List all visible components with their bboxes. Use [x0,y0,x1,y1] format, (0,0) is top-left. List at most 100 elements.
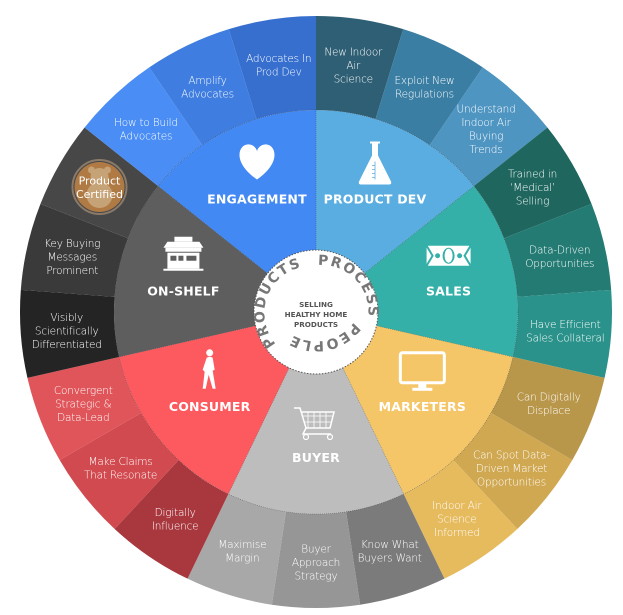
segment-product-dev [316,16,548,274]
outer-label-line: Data-Driven [529,245,590,257]
outer-cell-marketers-3 [403,460,518,579]
outer-label-line: Can Digitally [517,392,581,404]
segment-title-engagement: ENGAGEMENT [207,191,307,206]
outer-label-line: Trends [470,144,503,156]
outer-label-line: Product [79,174,121,187]
outer-label-line: Have Efficient [530,319,600,331]
outer-cell-buyer-2 [271,511,361,608]
segment-buyer [187,367,445,608]
outer-label-line: Convergent [54,385,113,397]
outer-label-line: Make Claims [88,456,152,468]
hub-line-2: HEALTHY HOME [285,310,348,319]
money-icon [425,245,472,267]
outer-label-line: Informed [434,527,480,539]
outer-label-line: Data-Lead [57,412,109,424]
outer-label-line: Advocates In [246,53,311,65]
heart-icon [239,144,275,180]
outer-label-line: Strategic & [55,398,111,410]
outer-label-line: Differentiated [32,339,102,351]
outer-label-line: Key Buying [44,238,100,250]
hub-line-3: PRODUCTS [294,320,338,329]
outer-label-line: Science [437,514,476,526]
outer-label-line: Prominent [46,265,98,277]
outer-label-line: Air [346,60,361,72]
outer-label-line: Approach [292,557,340,569]
segment-title-buyer: BUYER [292,450,340,465]
outer-cell-marketers-2 [453,413,573,529]
outer-label-line: Exploit New [395,75,455,87]
outer-label-line: Influence [152,520,199,532]
outer-cell-engagement-1 [84,67,203,187]
outer-cell-on-shelf-2 [20,203,128,297]
outer-cell-buyer-3 [187,493,286,605]
walking-person-icon [202,349,216,389]
outer-cell-product-dev-3 [429,67,548,187]
outer-label-line: Margin [225,553,259,565]
outer-label-line: Scientifically [35,326,99,338]
outer-cell-product-dev-1 [316,16,404,119]
shopping-cart-icon [294,407,335,441]
segment-divider [228,367,290,495]
outer-label-line: Digitally [155,507,196,519]
outer-cell-consumer-2 [59,413,179,529]
outer-label-line: Visibly [50,312,83,324]
outer-label-line: Buyer [301,544,331,556]
hub-circle [253,249,379,375]
outer-label-line: Advocates [181,89,234,101]
outer-label-line: Buying [469,130,503,142]
storefront-icon [163,236,204,271]
segment-title-sales: SALES [426,284,471,299]
outer-label-line: Science [334,73,373,85]
segment-title-on-shelf: ON-SHELF [147,284,219,299]
outer-label-line: How to Build [114,117,178,129]
inner-cell-buyer [228,367,404,514]
outer-label-line: Maximise [218,539,266,551]
inner-cell-marketers [342,325,513,494]
segment-divider [342,367,404,495]
outer-cell-product-dev-2 [375,29,483,146]
inner-cell-engagement [158,110,316,274]
inner-cell-consumer [119,325,290,494]
outer-label-line: Messages [48,251,98,263]
outer-label-line: Trained in [508,169,557,181]
outer-cell-consumer-3 [27,356,142,460]
outer-label-line: Regulations [395,89,454,101]
outer-label-line: Buyers Want [358,553,422,565]
outer-label-line: Strategy [294,571,337,583]
outer-cell-engagement-3 [228,16,316,119]
outer-cell-engagement-2 [149,29,257,146]
outer-cell-on-shelf-1 [20,289,120,378]
outer-label-line: ‘Medical’ [510,182,555,194]
segment-sales [364,127,612,378]
product-certified-badge [69,157,130,217]
outer-label-line: Advocates [120,130,173,142]
outer-cell-sales-3 [512,289,612,378]
outer-cell-buyer-1 [346,493,445,605]
outer-label-line: Opportunities [525,258,594,270]
outer-label-line: Sales Collateral [526,332,604,344]
teddy-bear-icon [86,166,113,208]
segment-engagement [84,16,316,274]
outer-label-line: Displace [527,405,570,417]
monitor-icon [398,351,446,391]
outer-label-line: Amplify [188,75,226,87]
segment-title-product-dev: PRODUCT DEV [324,191,427,206]
outer-label-line: Selling [516,196,549,208]
outer-label-line: Can Spot Data- [473,449,550,461]
inner-cell-on-shelf [114,186,268,357]
outer-label-line: Certified [76,188,123,201]
